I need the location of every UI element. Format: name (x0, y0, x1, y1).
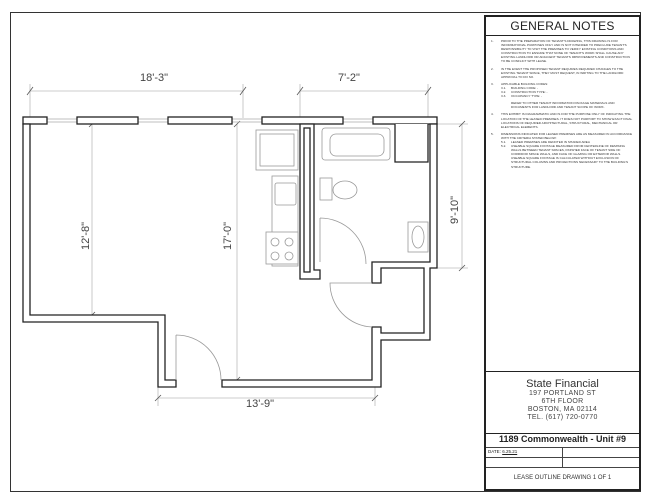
company-name: State Financial (526, 378, 599, 390)
wall-east (221, 123, 438, 388)
subnote-number: 3.3. (501, 94, 507, 99)
note-item: 4. THIS EXHIBIT IS DIAGRAMMATIC AND IS FO… (491, 112, 634, 128)
stove (265, 231, 299, 265)
subnote-number: 5.1. (501, 139, 507, 144)
bathroom-door (319, 217, 367, 265)
subnote-text: BUILDING CODE: - (511, 85, 539, 90)
title-block: GENERAL NOTES 1. PRIOR TO THE PREPARATION… (484, 15, 641, 491)
sheet-label: LEASE OUTLINE DRAWING 1 OF 1 (513, 475, 612, 481)
subnote-number: 5.2. (501, 144, 507, 149)
note-item: 2. IN THE EVENT THE PROPOSED TENANT REQUI… (491, 67, 634, 79)
subnote-number: 3.2. (501, 90, 507, 95)
note-text: PRIOR TO THE PREPARATION OF TENANT'S DRA… (501, 39, 630, 64)
company-city: BOSTON, MA 02114 (527, 406, 598, 413)
company-address2: 6TH FLOOR (541, 398, 584, 405)
note-number: 3. (491, 81, 494, 86)
company-tel: TEL. (617) 720-0770 (527, 414, 598, 421)
note-text: THIS EXHIBIT IS DIAGRAMMATIC AND IS FOR … (501, 112, 633, 129)
note-item: 5. DIMENSIONS INDICATED FOR LEASED PREMIS… (491, 132, 634, 169)
general-notes-list: 1. PRIOR TO THE PREPARATION OF TENANT'S D… (486, 36, 639, 169)
dim-label-7-2: 7'-2" (338, 72, 360, 84)
note-subitem: 5.1. LEASED PREMISES ARE DENOTED IN SHADE… (501, 140, 634, 144)
wall-segment (167, 116, 233, 125)
wall-segment (261, 116, 344, 125)
subnote-text: CONSTRUCTION TYPE: - (511, 90, 548, 95)
note-number: 1. (491, 39, 494, 43)
toilet-tank (319, 177, 333, 201)
date-label: DATE: (488, 449, 501, 454)
note-text: APPLICABLE BUILDING CODES: (501, 81, 549, 86)
subnote-number: 3.1. (501, 85, 507, 90)
note-number: 4. (491, 112, 494, 117)
kitchen-sink (274, 182, 297, 206)
row-divider (562, 447, 563, 467)
dim-label-12-8: 12'-8" (80, 221, 93, 251)
wall-segment (22, 116, 48, 125)
dim-label-9-10: 9'-10" (449, 195, 462, 225)
closet-door (329, 282, 373, 328)
note-text: DIMENSIONS INDICATED FOR LEASED PREMISES… (501, 131, 633, 140)
entry-door (175, 334, 222, 381)
wall-segment (76, 116, 139, 125)
toilet-bowl (332, 180, 358, 200)
bath-closet (394, 124, 429, 163)
project-title: 1189 Commonwealth - Unit #9 (486, 432, 639, 448)
windows (47, 118, 373, 123)
dim-label-13-9: 13'-9" (246, 398, 275, 410)
floor-plan (22, 84, 468, 406)
note-item: 3. APPLICABLE BUILDING CODES:3.1. BUILDING… (491, 82, 634, 110)
wall-segment (372, 116, 438, 125)
dim-label-17-0: 17'-0" (222, 221, 235, 251)
date-value: 6.25.21 (502, 449, 518, 454)
note-text: REFER TO OTHER TENANT INFORMATION PACKAG… (511, 101, 615, 110)
note-text: IN THE EVENT THE PROPOSED TENANT REQUIRE… (501, 66, 624, 79)
blank-row (486, 457, 639, 468)
note-number: 2. (491, 66, 494, 71)
note-subitem: 3.3. OCCUPANCY TYPE: - (501, 94, 634, 98)
subnote-text: USEABLE SQUARE FOOTAGE MEASURED FROM CEN… (511, 144, 629, 169)
subnote-text: OCCUPANCY TYPE: - (511, 94, 543, 99)
subnote-text: LEASED PREMISES ARE DENOTED IN SHADED AR… (511, 139, 590, 144)
note-subitem: 3.2. CONSTRUCTION TYPE: - (501, 90, 634, 94)
general-notes-title: GENERAL NOTES (486, 17, 639, 36)
wall-west-south (22, 123, 177, 388)
note-number: 5. (491, 131, 494, 136)
company-info: State Financial 197 PORTLAND ST 6TH FLOO… (486, 371, 639, 434)
note-subitem: 5.2. USEABLE SQUARE FOOTAGE MEASURED FROM… (501, 144, 634, 169)
doors (175, 217, 373, 381)
fixtures (255, 127, 429, 267)
partition-inner (303, 127, 311, 273)
company-address1: 197 PORTLAND ST (528, 390, 596, 397)
note-item: 1. PRIOR TO THE PREPARATION OF TENANT'S D… (491, 39, 634, 64)
dim-label-18-3: 18'-3" (140, 72, 169, 84)
note-subitem: 3.1. BUILDING CODE: - (501, 86, 634, 90)
